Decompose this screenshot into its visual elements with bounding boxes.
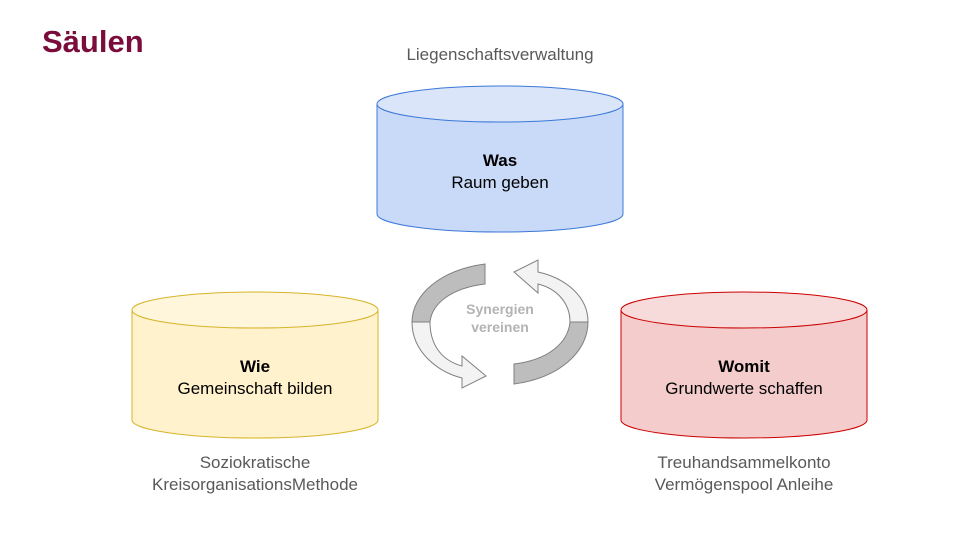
cylinder-womit-body — [620, 309, 868, 439]
cycle-arrow-left-band — [411, 321, 487, 389]
cylinder-womit-top — [620, 291, 868, 329]
cylinder-womit — [620, 291, 868, 439]
was-caption-text: Liegenschaftsverwaltung — [406, 45, 594, 64]
was-subtitle: Raum geben — [451, 173, 549, 192]
womit-subtitle: Grundwerte schaffen — [665, 379, 823, 398]
cylinder-was-body — [376, 103, 624, 233]
was-caption: Liegenschaftsverwaltung — [360, 44, 640, 66]
wie-heading: Wie — [239, 357, 271, 376]
cylinder-wie — [131, 291, 379, 439]
cylinder-was-top — [376, 85, 624, 123]
was-label: Was Raum geben — [377, 150, 623, 194]
slide-title: Säulen — [42, 24, 144, 59]
wie-label: Wie Gemeinschaft bilden — [132, 356, 378, 400]
wie-caption-line1: Soziokratische — [199, 453, 311, 472]
womit-caption-line2: Vermögenspool Anleihe — [654, 475, 834, 494]
womit-caption-line1: Treuhandsammelkonto — [657, 453, 831, 472]
was-heading: Was — [482, 151, 518, 170]
synergy-label-line1: Synergien — [466, 301, 534, 317]
wie-subtitle: Gemeinschaft bilden — [177, 379, 333, 398]
synergy-label-line2: vereinen — [471, 319, 529, 335]
synergy-label: Synergien vereinen — [440, 300, 560, 336]
cylinder-wie-body — [131, 309, 379, 439]
cylinder-wie-top — [131, 291, 379, 329]
wie-caption-line2: KreisorganisationsMethode — [151, 475, 358, 494]
womit-caption: Treuhandsammelkonto Vermögenspool Anleih… — [594, 452, 894, 496]
cycle-arrow-right-band — [513, 259, 589, 323]
womit-heading: Womit — [718, 357, 770, 376]
wie-caption: Soziokratische KreisorganisationsMethode — [100, 452, 410, 496]
cycle-arrows — [411, 259, 589, 389]
womit-label: Womit Grundwerte schaffen — [621, 356, 867, 400]
cylinder-was — [376, 85, 624, 233]
